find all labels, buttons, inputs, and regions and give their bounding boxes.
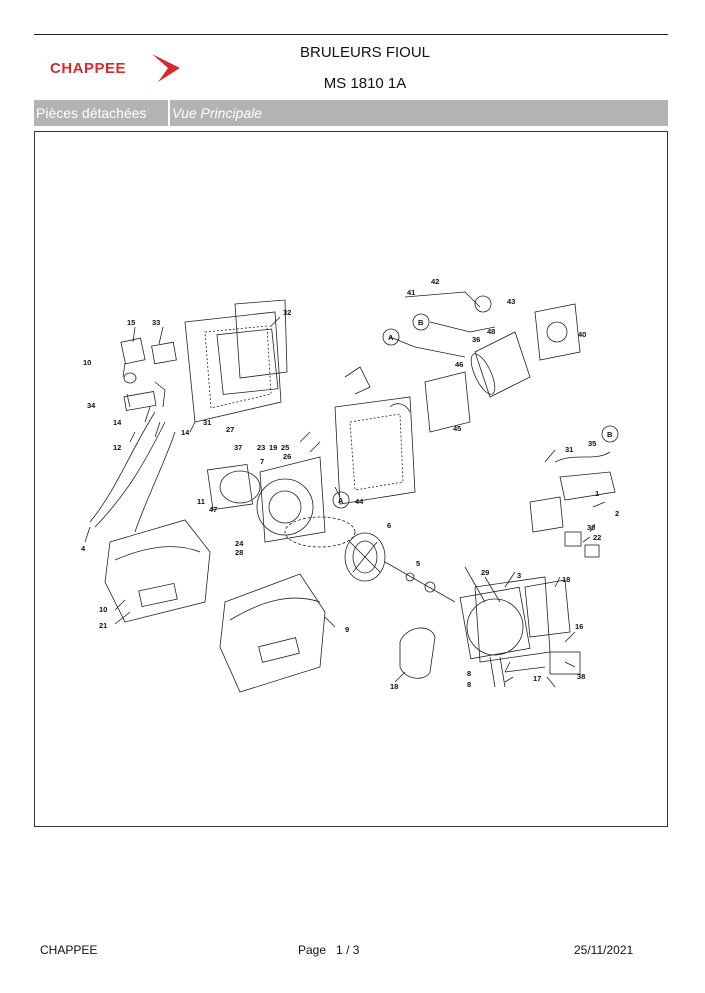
callout-34: 34 (87, 401, 96, 410)
callout-31: 31 (203, 418, 211, 427)
callout-19: 18 (562, 575, 570, 584)
callout-8: 8 (467, 669, 471, 678)
callout-37: 37 (234, 443, 242, 452)
callout-40: 41 (407, 288, 415, 297)
callout-5: 5 (416, 559, 420, 568)
callout-20: 19 (269, 443, 277, 452)
callout-33: 33 (152, 318, 160, 327)
brand-name: CHAPPEE (50, 60, 127, 77)
callout-8b: 8 (467, 680, 471, 689)
callout-29: 29 (481, 568, 489, 577)
header-rule (34, 34, 668, 35)
callout-24: 24 (235, 539, 244, 548)
callout-43: 44 (355, 497, 364, 506)
callout-14b: 14 (181, 428, 190, 437)
brand-logo: CHAPPEE (50, 52, 190, 86)
callout-31b: 31 (565, 445, 573, 454)
callout-21: 21 (99, 621, 107, 630)
callout-45: 46 (455, 360, 463, 369)
band-divider (168, 100, 170, 126)
callout-12: 11 (197, 497, 205, 506)
exploded-view-diagram: 15 33 32 10 34 14 12 14 31 27 37 23 19 2… (81, 277, 619, 693)
callout-10: 10 (99, 605, 107, 614)
callout-25: 25 (281, 443, 289, 452)
marker-b-2: B (607, 430, 613, 439)
callout-15: 15 (127, 318, 135, 327)
callout-27: 27 (226, 425, 234, 434)
footer-page-sep: / (346, 943, 350, 957)
callout-26: 26 (283, 452, 291, 461)
callout-4: 4 (81, 544, 86, 553)
footer-date: 25/11/2021 (574, 943, 634, 957)
brand-swoosh-icon (152, 54, 180, 82)
callout-35: 35 (588, 439, 596, 448)
callout-22: 22 (593, 533, 601, 542)
callout-1: 1 (595, 489, 599, 498)
callout-6: 6 (387, 521, 391, 530)
view-label: Vue Principale (172, 105, 263, 121)
callout-36: 36 (472, 335, 480, 344)
callout-32: 32 (283, 308, 291, 317)
model-name: MS 1810 1A (323, 75, 407, 92)
footer-page-label: Page (298, 943, 327, 957)
callout-13: 12 (113, 443, 121, 452)
callout-17: 17 (533, 674, 541, 683)
marker-a: A (388, 333, 394, 342)
callout-44: 45 (453, 424, 461, 433)
diagram-frame: 15 33 32 10 34 14 12 14 31 27 37 23 19 2… (34, 131, 668, 827)
callout-11: 10 (83, 358, 91, 367)
marker-b: B (418, 318, 424, 327)
section-label: Pièces détachées (36, 105, 147, 121)
callout-23: 23 (257, 443, 265, 452)
footer-page: Page 1 / 3 (298, 943, 359, 957)
callout-9: 9 (345, 625, 349, 634)
callout-18: 18 (390, 682, 398, 691)
page-title: BRULEURS FIOUL (299, 44, 431, 61)
callout-16: 16 (575, 622, 583, 631)
footer-page-total: 3 (352, 943, 360, 957)
section-band: Pièces détachées Vue Principale (34, 100, 668, 126)
callout-28: 28 (235, 548, 243, 557)
callout-2: 2 (615, 509, 619, 518)
callout-41: 42 (431, 277, 439, 286)
callout-47: 48 (487, 327, 495, 336)
callout-46: 47 (209, 505, 217, 514)
callout-7: 7 (260, 457, 264, 466)
footer-page-current: 1 (336, 943, 343, 957)
footer-company: CHAPPEE (40, 943, 98, 957)
marker-a-2: A (338, 496, 344, 505)
callout-39: 40 (578, 330, 586, 339)
callout-3: 3 (517, 571, 521, 580)
callout-42: 43 (507, 297, 515, 306)
callout-30: 30 (587, 523, 595, 532)
callout-38: 38 (577, 672, 585, 681)
callout-14: 14 (113, 418, 122, 427)
